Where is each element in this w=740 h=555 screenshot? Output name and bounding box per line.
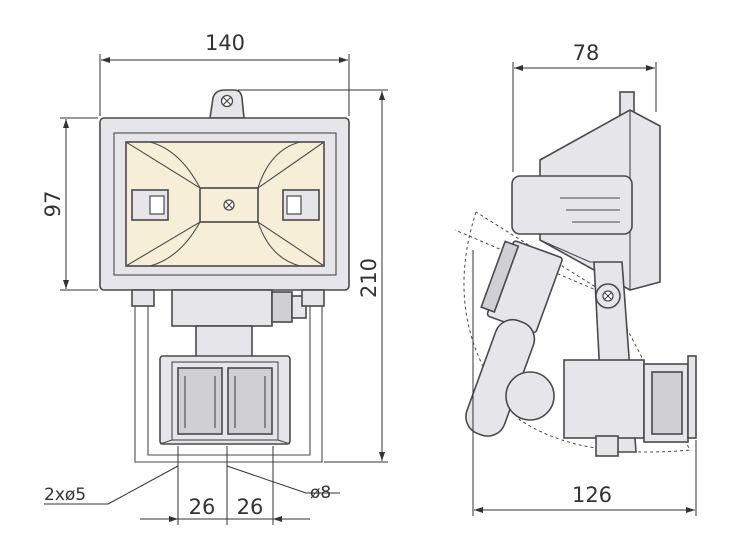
dim-front-height: 97 xyxy=(41,191,65,218)
dim-swing-depth: 126 xyxy=(572,483,612,507)
dim-overall-height: 210 xyxy=(357,258,381,298)
dim-hole-spacing-left: 26 xyxy=(189,495,216,519)
side-pir-sensor xyxy=(563,359,645,439)
dim-side-depth: 78 xyxy=(573,41,600,65)
dim-hole-spacing-right: 26 xyxy=(237,495,264,519)
neck xyxy=(171,289,273,327)
front-view xyxy=(99,89,350,463)
front-dimensions: 140 97 210 26 26 2xø5 ø8 xyxy=(41,31,388,525)
side-view xyxy=(454,91,697,457)
dim-front-width: 140 xyxy=(205,31,245,55)
dim-mount-holes: 2xø5 xyxy=(44,485,86,505)
dim-cable-hole: ø8 xyxy=(310,483,331,503)
side-dimensions: 78 126 xyxy=(472,41,697,516)
mount-bracket xyxy=(134,300,323,463)
